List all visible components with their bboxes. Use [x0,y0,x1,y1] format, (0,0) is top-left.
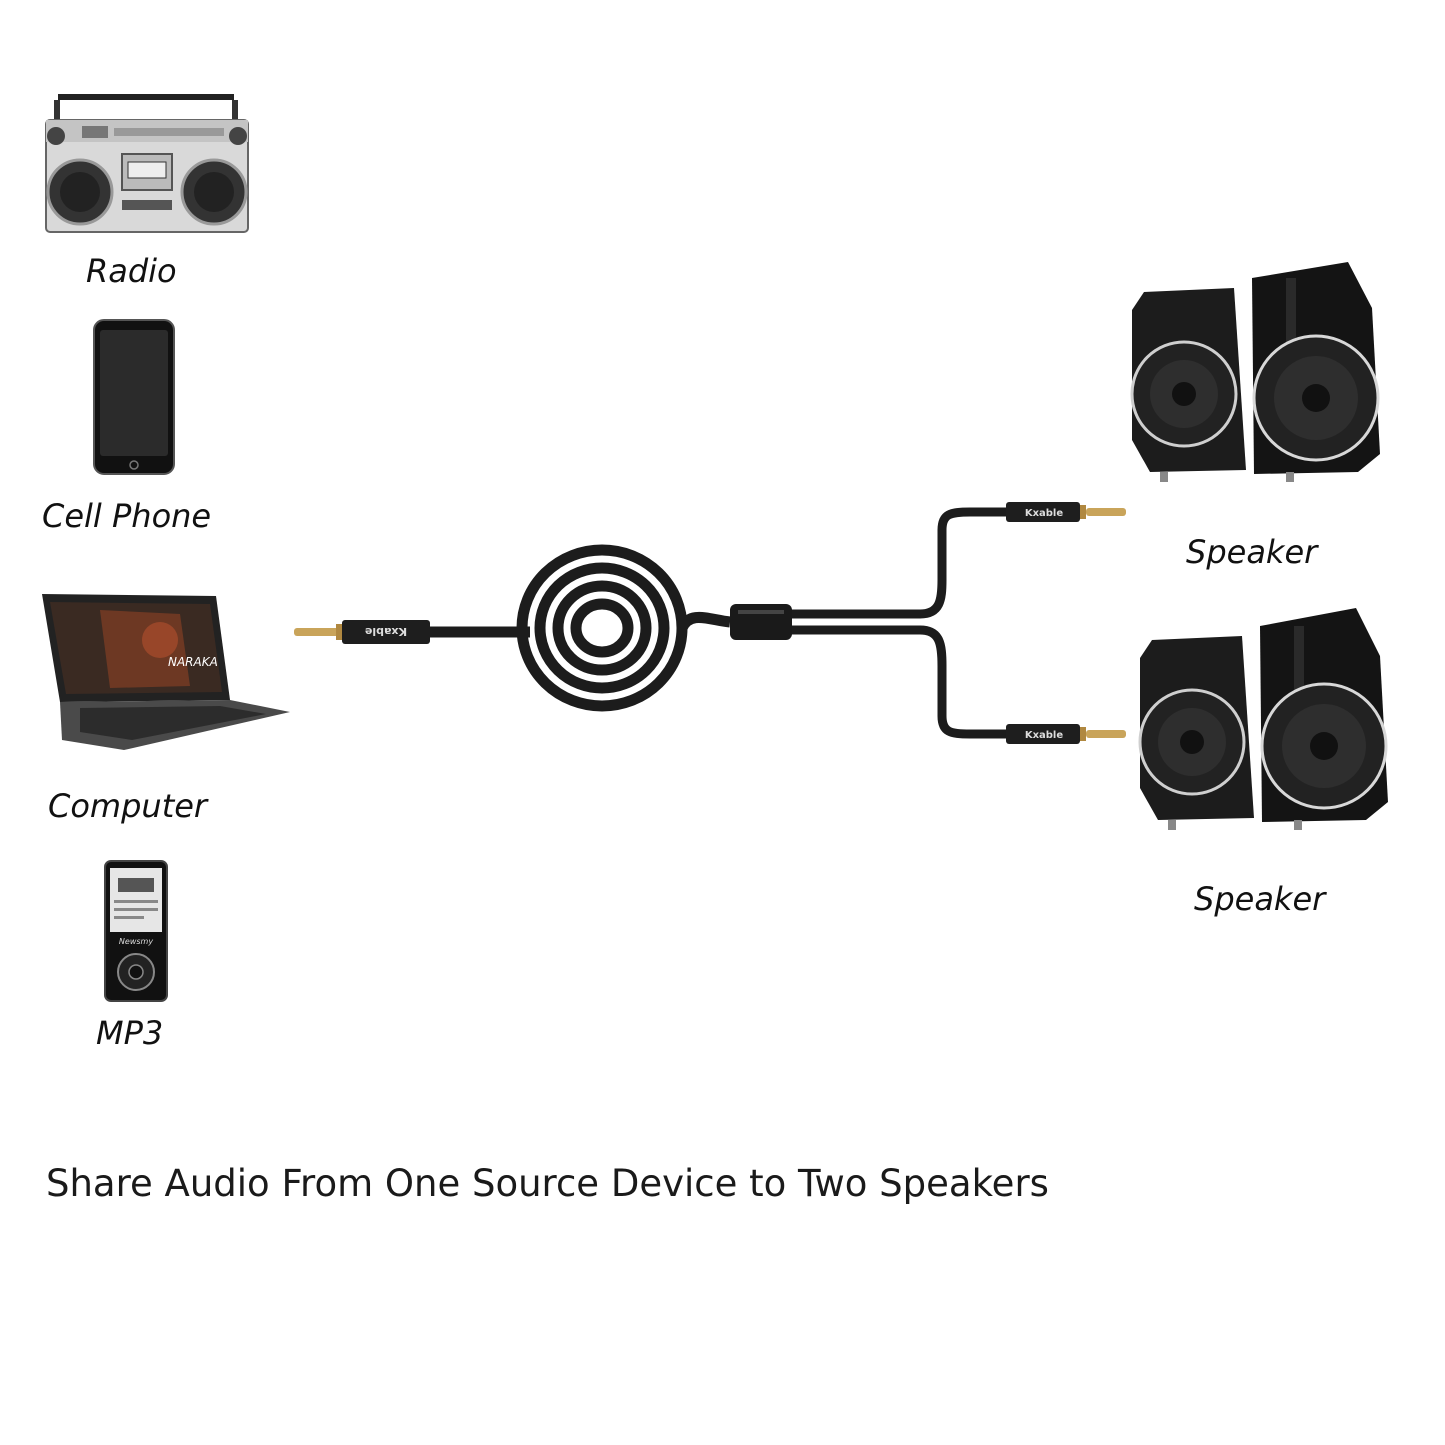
upper-plug-tip [1086,508,1126,516]
lower-plug-tip [1086,730,1126,738]
speaker-pair-icon [1130,262,1380,482]
main-plug-tip [294,628,344,636]
upper-plug-brand: Kxable [1025,508,1064,519]
splitter-junction [730,604,792,640]
caption: Share Audio From One Source Device to Tw… [46,1162,1049,1205]
laptop-icon: NARAKA [42,594,290,750]
source-label-radio: Radio [86,252,177,290]
lower-plug-housing [1006,724,1080,744]
y-splitter-cable-icon: Kxable Kxable Kxable [294,502,1126,744]
lower-plug-brand: Kxable [1025,730,1064,741]
main-plug-brand: Kxable [365,625,407,638]
laptop-screen-text: NARAKA [168,655,218,669]
source-label-cell-phone: Cell Phone [42,497,212,535]
mp3-player-icon: Newsmy [104,860,168,1002]
mp3-brand-text: Newsmy [119,937,153,946]
source-label-computer: Computer [48,787,208,825]
upper-plug-housing [1006,502,1080,522]
cable-coil [516,544,688,712]
source-label-mp3: MP3 [96,1014,164,1052]
speaker-pair-icon [1138,608,1388,830]
radio-icon [45,94,249,233]
speaker-label-lower: Speaker [1194,880,1326,918]
speaker-label-upper: Speaker [1186,533,1318,571]
cell-phone-icon [93,319,175,475]
main-plug-housing [342,620,430,644]
